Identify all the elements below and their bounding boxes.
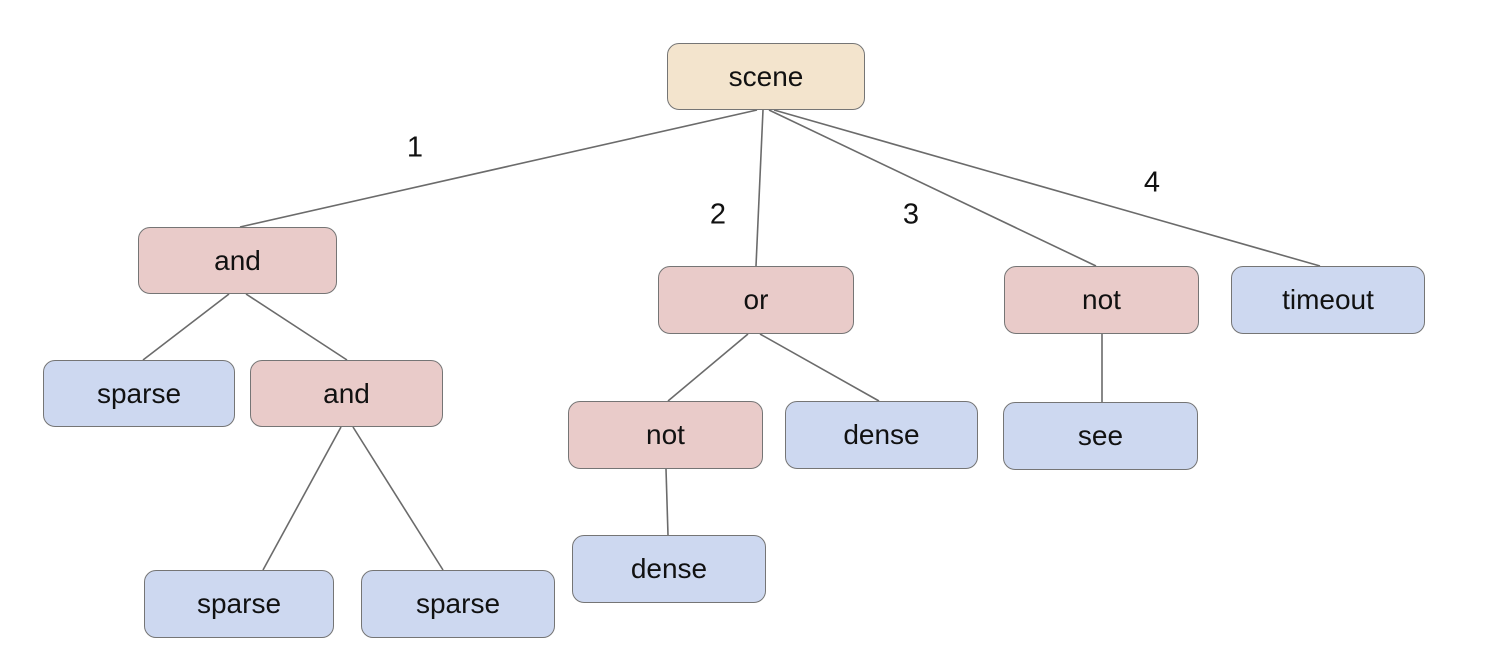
edge-and2-sparse2: [262, 426, 342, 571]
edge-not2-dense2: [665, 468, 669, 536]
edge-and-sparse: [142, 293, 230, 361]
edge-scene-not: [768, 109, 1097, 267]
edge-or-dense: [759, 333, 880, 402]
edge-or-not: [667, 333, 749, 402]
node-dense-right: dense: [785, 401, 978, 469]
node-and-inner: and: [250, 360, 443, 427]
node-dense-bottom: dense: [572, 535, 766, 603]
node-timeout: timeout: [1231, 266, 1425, 334]
edge-scene-and: [239, 109, 758, 228]
node-see: see: [1003, 402, 1198, 470]
edge-scene-timeout: [773, 109, 1321, 267]
edge-label-4: 4: [1143, 166, 1161, 199]
edge-label-2: 2: [709, 198, 727, 231]
edge-label-1: 1: [406, 131, 424, 164]
edge-label-3: 3: [902, 198, 920, 231]
edge-scene-or: [755, 109, 764, 267]
node-or: or: [658, 266, 854, 334]
node-scene: scene: [667, 43, 865, 110]
node-not-inner: not: [568, 401, 763, 469]
node-not: not: [1004, 266, 1199, 334]
edge-and2-sparse3: [352, 426, 444, 571]
node-sparse-bottom1: sparse: [144, 570, 334, 638]
edge-and-and: [245, 293, 348, 361]
node-sparse-bottom2: sparse: [361, 570, 555, 638]
node-sparse-left: sparse: [43, 360, 235, 427]
node-and: and: [138, 227, 337, 294]
